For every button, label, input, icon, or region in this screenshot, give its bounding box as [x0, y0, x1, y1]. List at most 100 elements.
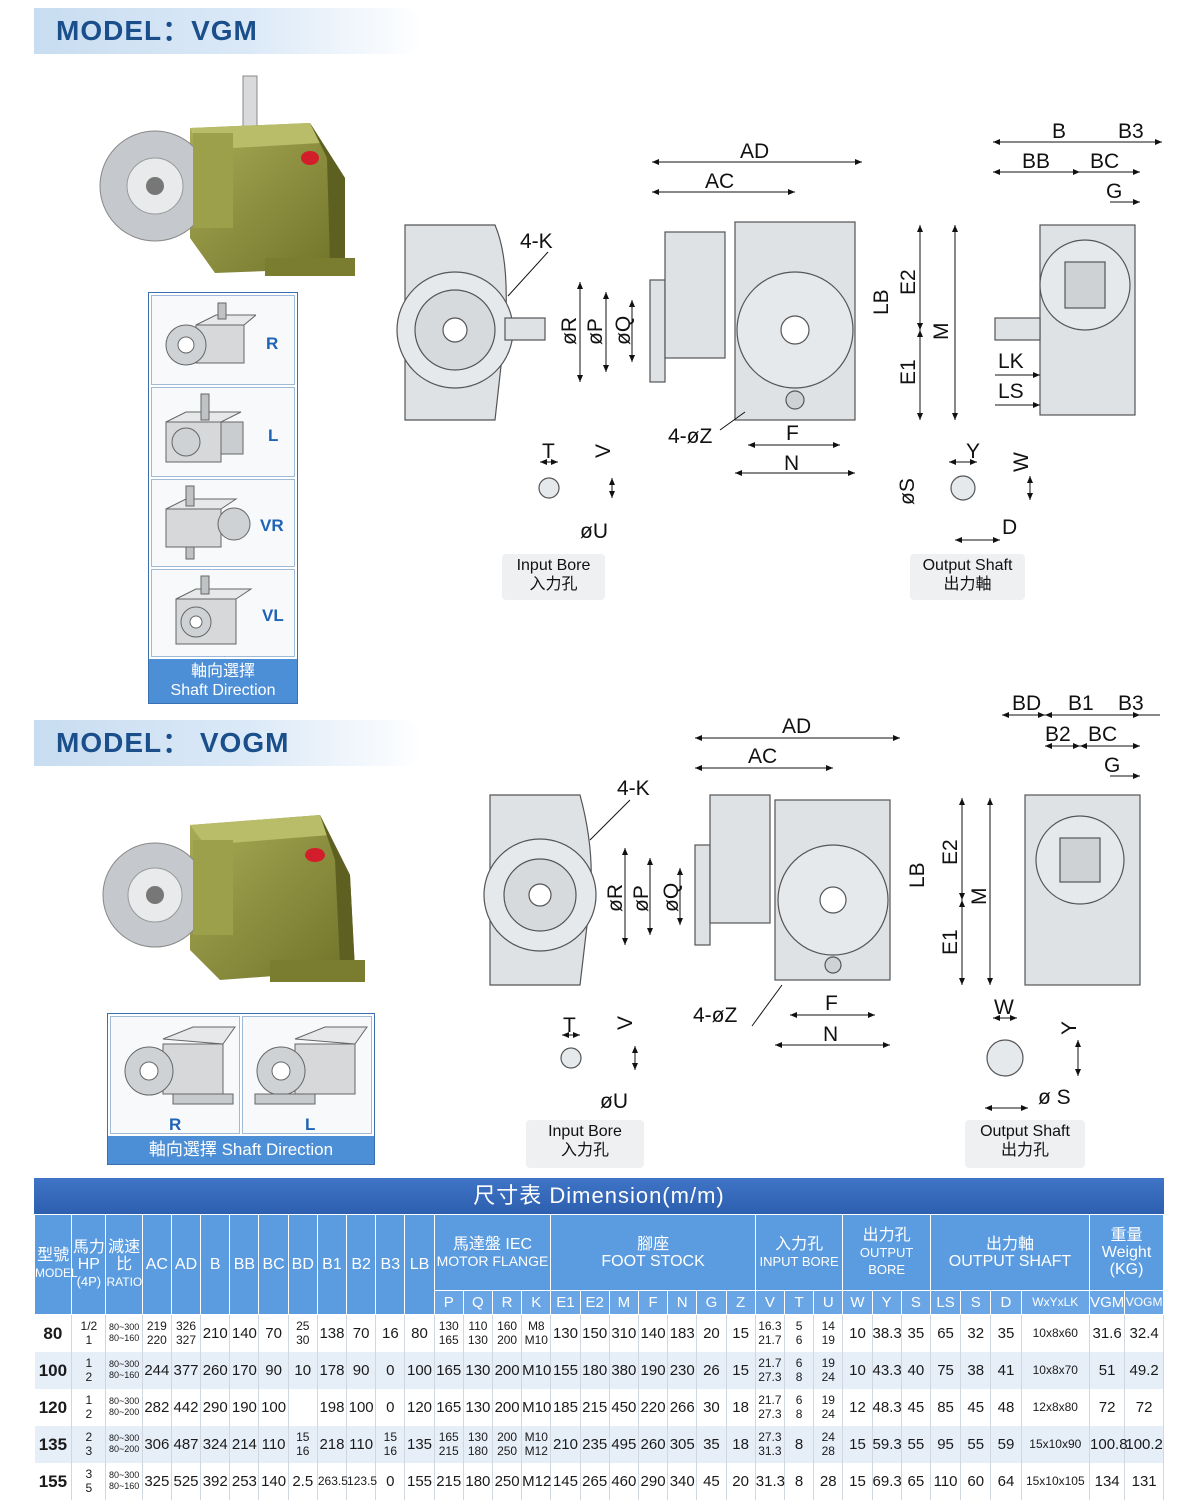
cell-b: 260 [200, 1351, 231, 1389]
cell-bd: 10 [288, 1351, 318, 1389]
cell-vgm: 72 [1089, 1388, 1126, 1426]
cell-w: 10 [842, 1351, 873, 1389]
cell-line: 80~300 [108, 1470, 140, 1480]
cell-bb: 140 [229, 1314, 260, 1352]
cell-b3: 16 [375, 1314, 406, 1352]
dim-e2: E2 [897, 269, 920, 295]
dim-f: F [825, 992, 838, 1015]
shaft-option-label: R [169, 1115, 182, 1134]
cell-b2: 70 [346, 1314, 377, 1352]
cell-n: 183 [667, 1314, 698, 1352]
cell-f: 190 [638, 1351, 669, 1389]
cell-e2: 215 [580, 1388, 610, 1426]
dim-d: D [1002, 516, 1017, 539]
cell-e1: 185 [550, 1388, 581, 1426]
cell-s2: 32 [960, 1314, 992, 1352]
subcol-21: VGM [1089, 1290, 1126, 1315]
subcol-0: P [433, 1290, 464, 1315]
cell-line: 8 [795, 1407, 803, 1421]
cell-ls: 110 [930, 1462, 962, 1500]
cell-m: 310 [609, 1314, 639, 1352]
cell-line: 21.7 [758, 1333, 782, 1348]
cell-vgm: 100.8 [1089, 1425, 1128, 1463]
cell-w: 12 [842, 1388, 873, 1426]
col-b2: B2 [346, 1214, 377, 1315]
technical-drawings: AD AC B B3 BB BC G 4-K øR øP øQ LB E2 M … [396, 120, 1162, 1113]
cell-line: 1/2 [80, 1319, 98, 1334]
dim-os: ø S [1038, 1086, 1071, 1109]
cell-z: 18 [726, 1425, 756, 1463]
cell-w: 15 [842, 1462, 873, 1500]
shaft-option-r[interactable]: R [110, 1016, 240, 1134]
shaft-option-r[interactable]: R [151, 295, 295, 385]
vgm-model-title: MODEL：VGM [34, 8, 424, 54]
shaft-option-vl[interactable]: VL [151, 569, 295, 657]
shaft-direction-zh: 軸向選擇 [190, 663, 255, 680]
cell-f: 260 [638, 1425, 669, 1463]
dim-ac: AC [748, 745, 777, 768]
dim-os: øS [896, 478, 919, 505]
shaft-option-l[interactable]: L [242, 1016, 372, 1134]
subcol-5: E2 [579, 1290, 610, 1315]
cell-v: 31.3 [755, 1462, 785, 1500]
cell-line: 165 [438, 1430, 459, 1444]
cell-vgm: 51 [1089, 1351, 1126, 1389]
cell-bb: 170 [229, 1351, 260, 1389]
cell-vgm: 31.6 [1089, 1314, 1126, 1352]
cell-f: 290 [638, 1462, 669, 1500]
subcol-11: V [754, 1290, 785, 1315]
cell-line: 130 [467, 1333, 488, 1348]
dim-t: T [563, 1014, 576, 1037]
cell-line: 25 [296, 1319, 310, 1334]
cell-line: 28 [821, 1444, 835, 1458]
cell-line: 27.3 [758, 1430, 782, 1444]
dim-g: G [1104, 754, 1120, 777]
cell-line: 180 [467, 1444, 488, 1458]
shaft-option-l[interactable]: L [151, 387, 295, 477]
dim-y: Y [966, 440, 980, 463]
subcol-17: LS [929, 1290, 962, 1315]
col-b3: B3 [375, 1214, 406, 1315]
cell-s: 55 [901, 1425, 931, 1463]
cell-model: 120 [34, 1388, 73, 1426]
cell-w: 15 [842, 1425, 873, 1463]
cell-b1: 218 [317, 1425, 348, 1463]
cell-b1: 263.5 [317, 1462, 348, 1500]
col-b1: B1 [316, 1214, 348, 1315]
cell-bc: 90 [258, 1351, 289, 1389]
cell-b: 324 [200, 1425, 231, 1463]
subcol-14: W [842, 1290, 873, 1315]
dim-b3: B3 [1118, 120, 1144, 143]
dim-4oz: 4-øZ [693, 1004, 738, 1027]
dim-t: T [542, 440, 555, 463]
cell-ls: 65 [930, 1314, 962, 1352]
cell-b1: 138 [317, 1314, 348, 1352]
shaft-option-vr[interactable]: VR [151, 479, 295, 567]
cell-q: 180 [463, 1462, 493, 1500]
cell-z: 15 [726, 1314, 756, 1352]
dim-b3: B3 [1118, 692, 1144, 715]
caption-en: Output Shaft [922, 557, 1013, 574]
cell-d: 35 [990, 1314, 1022, 1352]
cell-e2: 150 [580, 1314, 610, 1352]
shaft-option-label: L [268, 426, 279, 445]
cell-ad: 442 [171, 1388, 202, 1426]
cell-line: 3 [85, 1467, 93, 1481]
cell-n: 230 [667, 1351, 698, 1389]
